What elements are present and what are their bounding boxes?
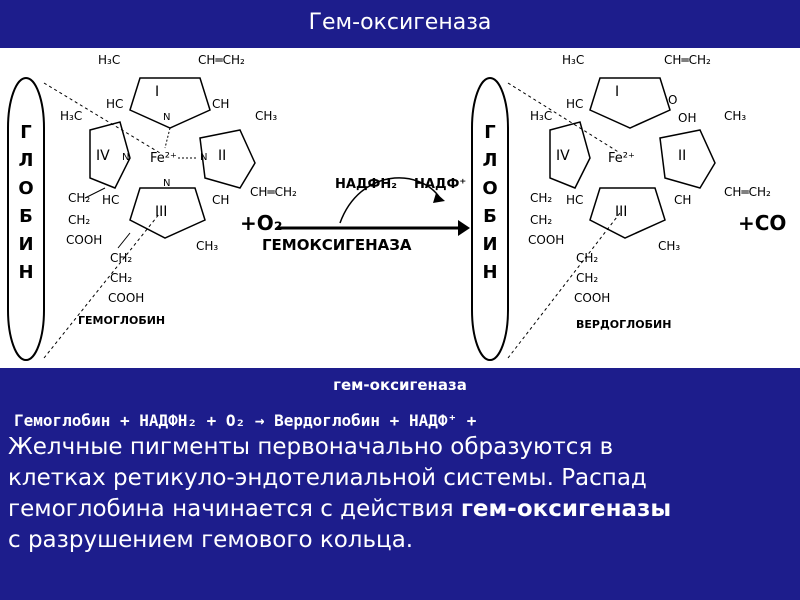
ch-label: CH	[212, 193, 229, 207]
ch3-label: H₃C	[60, 109, 82, 123]
ring-iii-label: III	[155, 204, 167, 220]
vinyl-label: CH═CH₂	[724, 185, 771, 199]
body-line: Желчные пигменты первоначально образуютс…	[8, 434, 614, 460]
ch-label: CH	[674, 193, 691, 207]
reaction-diagram: Г Л О Б И Н Г Л О Б И Н I H₃C CH═CH₂ N H…	[0, 48, 800, 368]
o-label: O	[668, 93, 677, 107]
verdoglobin-structure: I H₃C CH═CH₂ O HC IV H₃C Fe²⁺ II OH CH₃ …	[528, 53, 771, 331]
globin-right-letter: Л	[483, 150, 498, 171]
ch3-label: CH₃	[658, 239, 680, 253]
heme-structure: I H₃C CH═CH₂ N HC CH IV H₃C N Fe²⁺ II N …	[60, 53, 297, 327]
ch2-label: CH₂	[68, 213, 90, 227]
ch2-label: CH₂	[576, 271, 598, 285]
cooh-label: COOH	[574, 291, 610, 305]
ch3-label: CH₃	[196, 239, 218, 253]
ch3-label: H₃C	[98, 53, 120, 67]
globin-right: Г Л О Б И Н	[471, 77, 509, 361]
hemoglobin-label: ГЕМОГЛОБИН	[78, 314, 165, 327]
ring-iv-label: IV	[556, 148, 570, 164]
ring-ii-label: II	[678, 148, 686, 164]
cooh-label: COOH	[108, 291, 144, 305]
globin-left: Г Л О Б И Н	[7, 77, 45, 361]
curved-arrow-icon	[433, 193, 445, 203]
vinyl-label: CH═CH₂	[664, 53, 711, 67]
enzyme-arrow-label: ГЕМОКСИГЕНАЗА	[262, 236, 412, 254]
body-paragraph: Желчные пигменты первоначально образуютс…	[8, 432, 796, 556]
globin-right-letter: Н	[482, 262, 497, 283]
cooh-label: COOH	[66, 233, 102, 247]
ring-ii-label: II	[218, 148, 226, 164]
globin-right-letter: И	[482, 234, 497, 255]
ring-iv-label: IV	[96, 148, 110, 164]
body-text-bold: гем-оксигеназы	[460, 496, 672, 522]
n-label: N	[163, 178, 170, 189]
fe-label: Fe²⁺	[150, 151, 177, 166]
globin-right-letter: О	[482, 178, 497, 199]
nadph-label: НАДФН₂	[335, 177, 397, 192]
vinyl-label: CH═CH₂	[198, 53, 245, 67]
reaction-equation: Гемоглобин + НАДФН₂ + O₂ → Вердоглобин +…	[14, 411, 477, 430]
ch3-label: H₃C	[562, 53, 584, 67]
co-label: +CO	[738, 211, 786, 235]
globin-left-letter: Л	[19, 150, 34, 171]
ch2-label: CH₂	[530, 191, 552, 205]
body-text-plain: гемоглобина начинается с действия	[8, 496, 461, 522]
n-label: N	[200, 152, 207, 163]
verdoglobin-label: ВЕРДОГЛОБИН	[576, 318, 671, 331]
body-line: клетках ретикуло-эндотелиальной системы.…	[8, 465, 647, 491]
globin-left-letter: Б	[19, 206, 33, 227]
fe-label: Fe²⁺	[608, 151, 635, 166]
ch2-label: CH₂	[110, 271, 132, 285]
equation-enzyme: гем-оксигеназа	[333, 376, 467, 394]
hc-label: HC	[566, 97, 583, 111]
n-label: N	[163, 112, 170, 123]
ch3-label: H₃C	[530, 109, 552, 123]
n-label: N	[122, 152, 129, 163]
ring-i-label: I	[615, 84, 619, 100]
hc-label: HC	[106, 97, 123, 111]
ring-iii-label: III	[615, 204, 627, 220]
ch2-label: CH₂	[576, 251, 598, 265]
ch2-label: CH₂	[530, 213, 552, 227]
oh-label: OH	[678, 111, 696, 125]
slide-title: Гем-оксигеназа	[308, 10, 492, 35]
globin-left-letter: И	[18, 234, 33, 255]
globin-right-letter: Б	[483, 206, 497, 227]
body-line: с разрушением гемового кольца.	[8, 527, 414, 553]
reaction-arrow-icon	[458, 220, 470, 236]
vinyl-label: CH═CH₂	[250, 185, 297, 199]
body-line: гемоглобина начинается с действия гем-ок…	[8, 494, 796, 525]
ch2-label: CH₂	[68, 191, 90, 205]
globin-right-letter: Г	[484, 122, 495, 143]
globin-left-letter: Н	[18, 262, 33, 283]
ch2-label: CH₂	[110, 251, 132, 265]
ch-label: CH	[212, 97, 229, 111]
cooh-label: COOH	[528, 233, 564, 247]
globin-left-letter: Г	[20, 122, 31, 143]
ring-i-label: I	[155, 84, 159, 100]
o2-label: +O₂	[240, 211, 283, 235]
hc-label: HC	[566, 193, 583, 207]
globin-left-letter: О	[18, 178, 33, 199]
hc-label: HC	[102, 193, 119, 207]
ch3-label: CH₃	[255, 109, 277, 123]
nadp-label: НАДФ⁺	[414, 177, 466, 192]
ch3-label: CH₃	[724, 109, 746, 123]
